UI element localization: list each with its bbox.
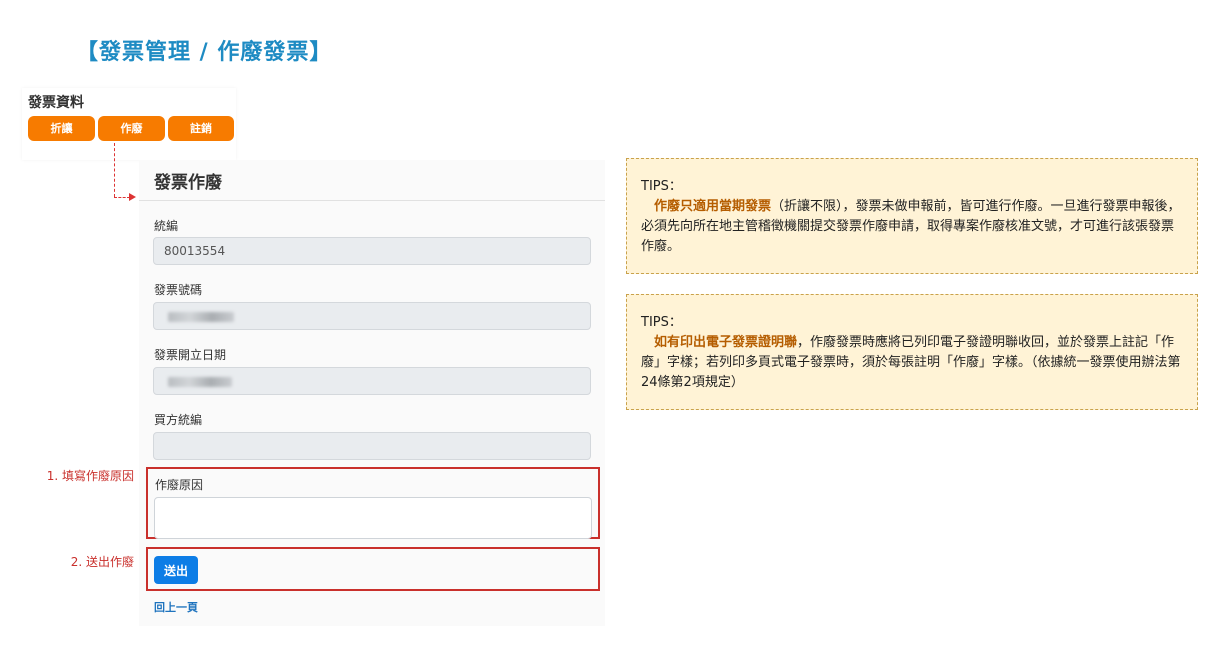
form-divider [139, 200, 605, 201]
page-title: 【發票管理 / 作廢發票】 [76, 40, 333, 65]
tips-highlight: 作廢只適用當期發票 [654, 199, 772, 214]
submit-button[interactable]: 送出 [154, 556, 198, 584]
step2-annotation: 2. 送出作廢 [70, 555, 134, 569]
tax-id-value: 80013554 [164, 244, 226, 258]
tax-id-label: 統編 [154, 219, 179, 233]
invoice-number-label: 發票號碼 [154, 283, 203, 297]
back-link[interactable]: 回上一頁 [154, 601, 198, 614]
tips-heading: TIPS： [641, 315, 682, 330]
blurred-value [168, 376, 232, 387]
tips-box-2: TIPS： 如有印出電子發票證明聯，作廢發票時應將已列印電子發證明聯收回，並於發… [626, 294, 1198, 410]
invoice-data-title: 發票資料 [28, 95, 84, 111]
tips-text: 如有印出電子發票證明聯，作廢發票時應將已列印電子發證明聯收回，並於發票上註記「作… [641, 333, 1181, 393]
buyer-tax-id-field [153, 432, 591, 460]
allowance-button[interactable]: 折讓 [28, 116, 95, 141]
tips-body: （折讓不限），發票未做申報前，皆可進行作廢。一旦進行發票申報後，必須先向所在地主… [641, 199, 1181, 254]
tax-id-field: 80013554 [153, 237, 591, 265]
connector-line [114, 143, 115, 197]
blurred-value [168, 311, 234, 322]
tips-heading: TIPS： [641, 179, 682, 194]
step1-annotation: 1. 填寫作廢原因 [46, 469, 134, 483]
void-reason-input[interactable] [154, 497, 592, 539]
arrow-right-icon [129, 193, 136, 201]
issue-date-field [153, 367, 591, 395]
form-title: 發票作廢 [154, 173, 222, 193]
tips-highlight: 如有印出電子發票證明聯 [654, 335, 798, 350]
cancel-button[interactable]: 註銷 [168, 116, 234, 141]
connector-line [114, 197, 130, 198]
submit-highlight: 送出 [146, 547, 600, 591]
issue-date-label: 發票開立日期 [154, 348, 227, 362]
tips-text: 作廢只適用當期發票（折讓不限），發票未做申報前，皆可進行作廢。一旦進行發票申報後… [641, 197, 1181, 257]
buyer-tax-id-label: 買方統編 [154, 413, 203, 427]
tips-body: ，作廢發票時應將已列印電子發證明聯收回，並於發票上註記「作廢」字樣；若列印多頁式… [641, 335, 1181, 390]
void-button[interactable]: 作廢 [98, 116, 165, 141]
void-reason-label: 作廢原因 [155, 478, 204, 492]
void-reason-highlight: 作廢原因 [146, 467, 600, 539]
invoice-number-field [153, 302, 591, 330]
invoice-data-panel: 發票資料 折讓 作廢 註銷 [22, 88, 236, 160]
tips-box-1: TIPS： 作廢只適用當期發票（折讓不限），發票未做申報前，皆可進行作廢。一旦進… [626, 158, 1198, 274]
